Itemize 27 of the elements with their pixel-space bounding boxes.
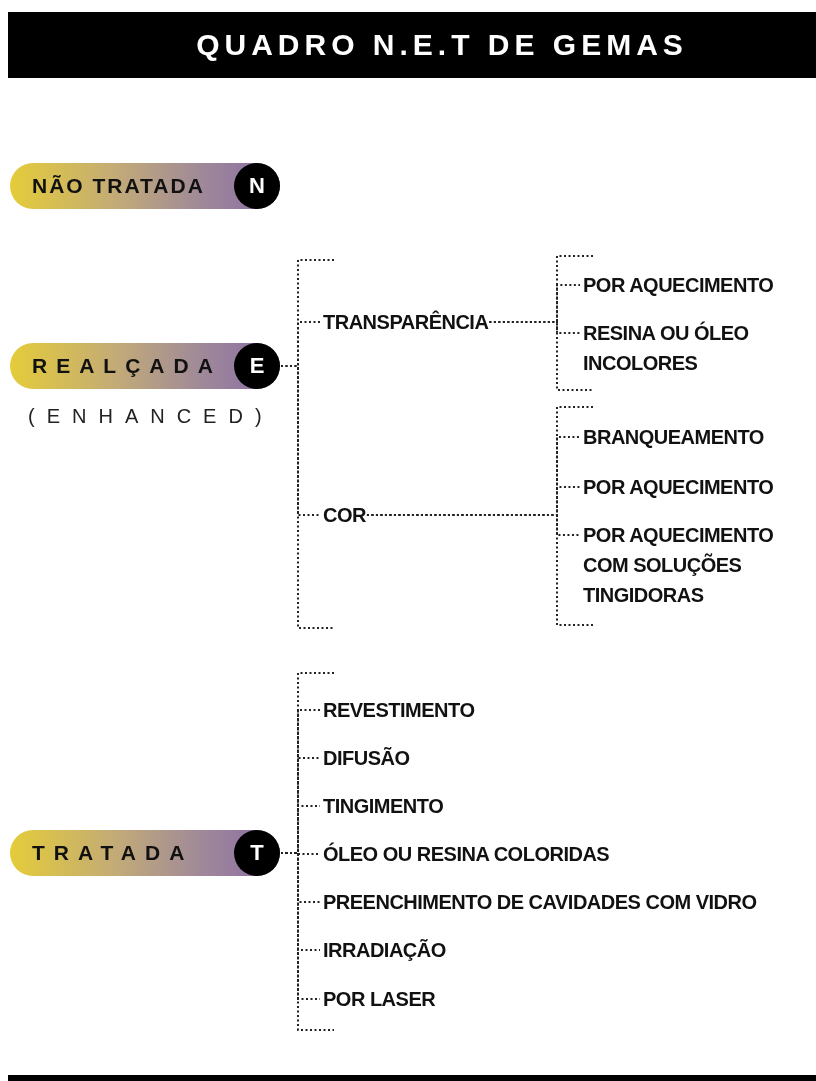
treatment-label: COR xyxy=(323,500,366,530)
treatment-label: POR LASER xyxy=(323,984,436,1014)
treatment-label: BRANQUEAMENTO xyxy=(583,422,764,452)
treatment-label: DIFUSÃO xyxy=(323,743,410,773)
category-label: REALÇADA xyxy=(32,354,222,378)
category-subtitle: (ENHANCED) xyxy=(28,405,274,428)
treatment-label: POR AQUECIMENTO xyxy=(583,472,774,502)
category-label: TRATADA xyxy=(32,841,194,865)
connector-line xyxy=(488,321,581,334)
letter-circle: N xyxy=(234,163,280,209)
connector-line xyxy=(365,514,581,536)
treatment-label: ÓLEO OU RESINA COLORIDAS xyxy=(323,839,610,869)
treatment-label: TRANSPARÊNCIA xyxy=(323,307,489,337)
category-pill xyxy=(10,830,280,876)
title: QUADRO N.E.T DE GEMAS xyxy=(195,28,688,62)
letter-circle: E xyxy=(234,343,280,389)
treatment-label: RESINA OU ÓLEO INCOLORES xyxy=(583,318,783,378)
treatment-label: PREENCHIMENTO DE CAVIDADES COM VIDRO xyxy=(323,887,757,917)
treatment-label: POR AQUECIMENTO xyxy=(583,270,774,300)
treatment-label: REVESTIMENTO xyxy=(323,695,475,725)
category-pill xyxy=(10,343,280,389)
treatment-label: POR AQUECIMENTO COM SOLUÇÕES TINGIDORAS xyxy=(583,520,808,610)
category-label: NÃO TRATADA xyxy=(32,174,205,198)
treatment-label: IRRADIAÇÃO xyxy=(323,935,446,965)
treatment-label: TINGIMENTO xyxy=(323,791,444,821)
category-pill xyxy=(10,163,280,209)
letter-circle: T xyxy=(234,830,280,876)
